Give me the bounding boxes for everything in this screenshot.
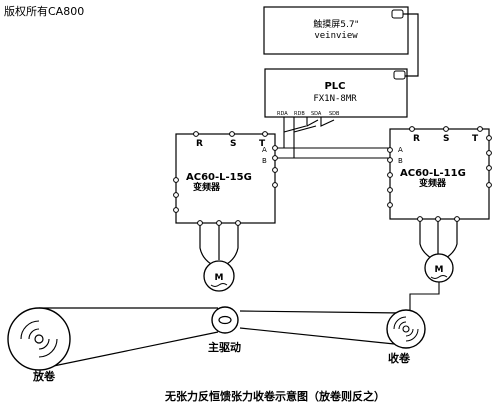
inverter-right-type: 变频器: [419, 177, 447, 189]
inverter-left-terminal-dot: [272, 182, 278, 188]
plc-connector-icon: [393, 70, 406, 80]
inverter-right-terminal-dot: [486, 182, 492, 188]
rs485-wiring: [274, 117, 390, 159]
plc-port-rdb: RDB: [294, 111, 305, 117]
inverter-left-model: AC60-L-15G: [186, 172, 252, 183]
inverter-right-terminal-dot: [387, 172, 393, 178]
diagram-caption: 无张力反恒馈张力收卷示意图（放卷则反之）: [164, 389, 385, 403]
main-drive-roller: [211, 306, 239, 334]
main-drive-label: 主驱动: [208, 340, 241, 354]
inverter-right-terminal-dot: [435, 216, 441, 222]
plc-title: PLC: [324, 81, 345, 92]
inverter-left-terminal-dot: [262, 131, 268, 137]
material-web: [38, 307, 405, 370]
inverter-right-terminal-dot: [417, 216, 423, 222]
inverter-right-terminal-dot: [443, 126, 449, 132]
inverter-left-terminal-dot: [173, 192, 179, 198]
inverter-left-terminal-dot: [197, 220, 203, 226]
plc-model: FX1N-8MR: [313, 94, 357, 104]
inverter-right-terminal-dot: [387, 157, 393, 163]
motor-left: M: [199, 223, 239, 292]
inverter-left-terminal-dot: [173, 177, 179, 183]
motor-right: M: [409, 219, 458, 322]
inverter-left-terminal-dot: [229, 131, 235, 137]
inverter-right-terminal-dot: [409, 126, 415, 132]
inverter-right-terminal-dot: [486, 135, 492, 141]
inverter-right-terminal-s: S: [443, 134, 449, 144]
inverter-left-terminal-t: T: [259, 139, 266, 149]
inverter-left-terminal-dot: [193, 131, 199, 137]
touchscreen-box: 触摸屏5.7" veinview: [263, 6, 409, 55]
inverter-left-port-a: A: [262, 146, 267, 154]
inverter-right-terminal-dot: [486, 165, 492, 171]
inverter-right-terminal-dot: [387, 187, 393, 193]
rewind-roll: [386, 309, 426, 349]
inverter-right-port-a: A: [398, 146, 403, 154]
unwind-roll: [7, 307, 71, 371]
inverter-right-terminal-dot: [387, 147, 393, 153]
unwind-label: 放卷: [32, 369, 56, 383]
inverter-left-terminal-dot: [272, 167, 278, 173]
plc-box: PLC FX1N-8MR RDA RDB SDA SDB: [264, 68, 408, 118]
touchscreen-model-label: 触摸屏5.7": [313, 18, 358, 30]
touchscreen-plc-cable: [403, 13, 419, 77]
touchscreen-brand-label: veinview: [314, 31, 358, 41]
inverter-right-port-b: B: [398, 157, 403, 165]
inverter-left-type: 变频器: [193, 181, 221, 193]
watermark-text: 版权所有CA800: [4, 4, 84, 18]
inverter-left-terminal-dot: [272, 145, 278, 151]
inverter-right-model: AC60-L-11G: [400, 168, 466, 179]
plc-port-sda: SDA: [311, 111, 322, 117]
inverter-right-terminal-dot: [454, 216, 460, 222]
inverter-left-terminal-dot: [173, 207, 179, 213]
motor-left-label: M: [215, 273, 224, 283]
plc-port-rda: RDA: [277, 111, 288, 117]
rewind-label: 收卷: [388, 351, 411, 365]
inverter-left-port-b: B: [262, 157, 267, 165]
inverter-right-terminal-dot: [387, 202, 393, 208]
inverter-right-terminal-r: R: [413, 134, 420, 144]
inverter-right-terminal-dot: [486, 150, 492, 156]
plc-port-sdb: SDB: [329, 111, 340, 117]
inverter-right-box: R S T A B AC60-L-11G 变频器: [389, 128, 490, 220]
inverter-left-terminal-dot: [235, 220, 241, 226]
inverter-left-terminal-s: S: [230, 139, 236, 149]
touchscreen-connector-icon: [391, 9, 404, 19]
inverter-left-terminal-dot: [216, 220, 222, 226]
inverter-left-box: R S T A B AC60-L-15G 变频器: [175, 133, 276, 224]
inverter-left-terminal-dot: [272, 155, 278, 161]
inverter-right-terminal-dot: [477, 126, 483, 132]
motor-right-label: M: [435, 265, 444, 275]
inverter-left-terminal-r: R: [196, 139, 203, 149]
inverter-right-terminal-t: T: [472, 134, 479, 144]
